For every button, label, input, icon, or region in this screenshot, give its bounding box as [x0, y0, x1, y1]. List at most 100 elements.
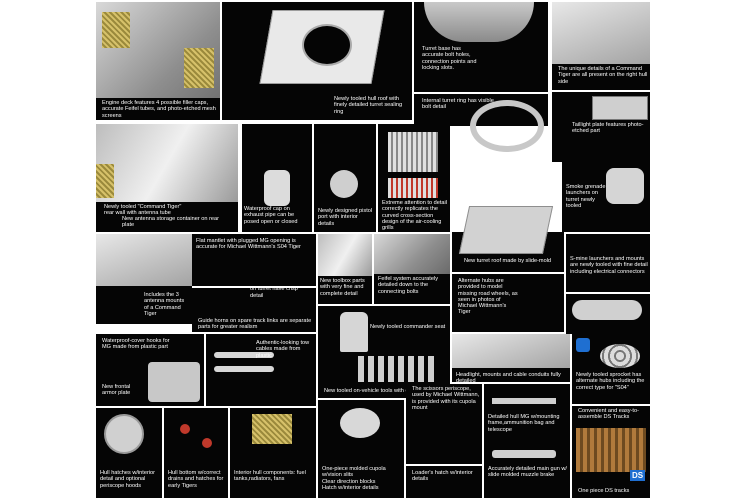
- radiator-part: [252, 414, 292, 444]
- frontal-plate-part: [148, 362, 200, 402]
- caption-pistol-port: Newly designed pistol port with interior…: [318, 208, 373, 227]
- turret-ring-part: [470, 100, 544, 152]
- caption-command-tiger: The unique details of a Command Tiger ar…: [558, 66, 648, 85]
- caption-sprocket: Newly tooled sprocket has alternate hubs…: [576, 372, 645, 391]
- sprocket-part: [600, 344, 640, 368]
- turret-ring-hole: [302, 24, 352, 66]
- drain-part: [180, 424, 190, 434]
- panel-pistol-port: Newly designed pistol port with interior…: [314, 124, 376, 232]
- cable-part: [214, 366, 274, 372]
- hatch-part: [104, 414, 144, 454]
- caption-turret-roof: New turret roof made by slide-mold: [464, 258, 552, 264]
- antenna-mount-image: [96, 234, 192, 286]
- caption-main-gun: Accurately detailed main gun w/ slide mo…: [488, 466, 567, 479]
- caption-hull-bottom: Hull bottom w/correct drains and hatches…: [168, 470, 224, 489]
- caption-turret-base: Turret base has accurate bolt holes, con…: [422, 46, 477, 71]
- panel-mg-hooks: Waterproof-cover hooks for MG made from …: [96, 334, 204, 406]
- caption-flat-mantlet: Flat mantlet with plugged MG opening is …: [196, 238, 301, 251]
- mesh-screen: [102, 12, 130, 48]
- caption-one-piece-ds: One piece DS tracks: [578, 488, 630, 494]
- pistol-port-part: [330, 170, 358, 198]
- panel-turret-base: Turret base has accurate bolt holes, con…: [414, 2, 548, 92]
- caption-s-mine: S-mine launchers and mounts are newly to…: [570, 256, 648, 275]
- caption-internal-ring: Internal turret ring has visible bolt de…: [422, 98, 494, 111]
- cupola-part: [340, 408, 380, 438]
- caption-commander-seat: Newly tooled commander seat: [370, 324, 446, 330]
- caption-road-wheels: Alternate hubs are provided to model mis…: [458, 278, 518, 316]
- turret-base-part: [424, 2, 534, 42]
- caption-smoke-launchers: Smoke grenade launchers on turret newly …: [566, 184, 606, 209]
- grill-part: [388, 132, 438, 172]
- panel-feifel: Feifel system accurately detailed down t…: [374, 234, 450, 304]
- track-strip: [96, 164, 114, 198]
- panel-hull-bottom: Hull bottom w/correct drains and hatches…: [164, 408, 228, 498]
- panel-hull-mg: Detailed hull MG w/mounting frame,ammuni…: [484, 384, 570, 498]
- panel-taillight: Taillight plate features photo-etched pa…: [552, 92, 650, 162]
- caption-headlight: Headlight, mounts and cable conduits ful…: [456, 372, 561, 382]
- caption-cooling-grills: Extreme attention to detail correctly re…: [382, 200, 447, 232]
- panel-loaders-hatch: Loader's hatch w/interior details: [406, 466, 482, 498]
- grill-part-red: [388, 178, 438, 198]
- panel-flat-mantlet: Flat mantlet with plugged MG opening is …: [176, 234, 316, 286]
- panel-cooling-grills: Extreme attention to detail correctly re…: [378, 124, 450, 232]
- panel-smoke-launchers: Smoke grenade launchers on turret newly …: [562, 162, 650, 232]
- panel-s-mine: S-mine launchers and mounts are newly to…: [566, 234, 650, 292]
- panel-sprocket: [566, 294, 650, 334]
- panel-hull-hatches: Hull hatches w/interior detail and optio…: [96, 408, 162, 498]
- panel-cupola: One-piece molded cupola w/vision slits C…: [318, 400, 404, 498]
- track-image: [576, 428, 646, 472]
- feifel-image: [374, 234, 450, 274]
- gun-part: [492, 450, 556, 458]
- caption-hull-mg: Detailed hull MG w/mounting frame,ammuni…: [488, 414, 560, 433]
- caption-spare-track: Spare track links stowed on turret have …: [250, 288, 298, 299]
- rear-wall-image: [96, 124, 238, 202]
- caption-frontal-armor: New frontal armor plate: [102, 384, 131, 397]
- ds-badge: [576, 338, 590, 352]
- caption-hatch-interior: Hatch w/interior details: [322, 484, 379, 491]
- cable-part: [214, 352, 274, 358]
- panel-sprocket-hubs: Newly tooled sprocket has alternate hubs…: [572, 334, 650, 404]
- caption-tow-cables: Authentic-looking tow cables made from p…: [256, 340, 310, 359]
- panel-toolbox: New toolbox parts with very fine and com…: [318, 234, 372, 304]
- exhaust-part: [264, 170, 290, 206]
- caption-vehicle-tools: New tooled on-vehicle tools with clasps: [324, 388, 422, 394]
- panel-command-tiger: The unique details of a Command Tiger ar…: [552, 2, 650, 90]
- panel-hull-roof: Newly tooled hull roof with finely detai…: [222, 2, 412, 120]
- panel-rear-wall: Newly tooled "Command Tiger" rear wall w…: [96, 124, 238, 232]
- caption-ds-tracks: Convenient and easy-to-assemble DS Track…: [578, 408, 639, 421]
- panel-road-wheels: Alternate hubs are provided to model mis…: [452, 274, 564, 332]
- caption-feifel: Feifel system accurately detailed down t…: [378, 276, 438, 295]
- panel-tow-cables: Authentic-looking tow cables made from p…: [206, 334, 316, 406]
- caption-hull-hatches: Hull hatches w/interior detail and optio…: [100, 470, 156, 489]
- caption-loaders-hatch: Loader's hatch w/interior details: [412, 470, 473, 483]
- caption-hull-roof: Newly tooled hull roof with finely detai…: [334, 96, 403, 115]
- smoke-launcher-part: [606, 168, 644, 204]
- headlight-image: [452, 334, 570, 368]
- caption-engine-deck: Engine deck features 4 possible filler c…: [102, 100, 216, 119]
- caption-exhaust-cap: Waterproof cap on exhaust pipe can be po…: [244, 206, 298, 225]
- panel-commander-seat: Newly tooled commander seat New tooled o…: [318, 306, 450, 398]
- seat-part: [340, 312, 368, 352]
- barrel-part: [572, 300, 642, 320]
- caption-toolbox: New toolbox parts with very fine and com…: [320, 278, 365, 297]
- ds-track-logo: DS: [630, 470, 646, 481]
- mesh-screen: [184, 48, 214, 88]
- caption-scissors-periscope: The scissors periscope, used by Michael …: [412, 386, 480, 411]
- panel-interior-hull: Interior hull components: fuel tanks,rad…: [230, 408, 316, 498]
- command-tiger-image: [552, 2, 650, 64]
- caption-rear-wall: Newly tooled "Command Tiger" rear wall w…: [104, 204, 182, 217]
- caption-antenna-container: New antenna storage container on rear pl…: [122, 216, 220, 229]
- caption-mg-hooks: Waterproof-cover hooks for MG made from …: [102, 338, 170, 351]
- toolbox-image: [318, 234, 372, 276]
- caption-taillight: Taillight plate features photo-etched pa…: [572, 122, 644, 135]
- turret-roof-part: [458, 206, 554, 254]
- panel-exhaust-cap: Waterproof cap on exhaust pipe can be po…: [242, 124, 312, 232]
- caption-interior-hull: Interior hull components: fuel tanks,rad…: [234, 470, 306, 483]
- panel-ds-tracks: Convenient and easy-to-assemble DS Track…: [572, 406, 650, 498]
- tools-part: [358, 356, 438, 382]
- panel-engine-deck: Engine deck features 4 possible filler c…: [96, 2, 220, 120]
- panel-antenna-mounts: Includes the 3 antenna mounts of a Comma…: [96, 234, 192, 324]
- taillight-plate: [592, 96, 648, 120]
- caption-cupola: One-piece molded cupola w/vision slits: [322, 466, 386, 479]
- panel-spare-track: Spare track links stowed on turret have …: [192, 288, 316, 332]
